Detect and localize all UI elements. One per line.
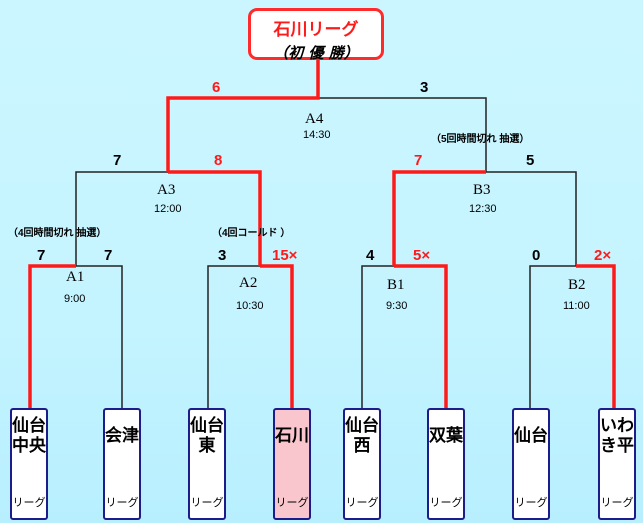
b1-match-time: 9:30 <box>386 300 408 312</box>
team-league-label: リーグ <box>514 496 548 509</box>
winner-path-a3 <box>168 170 262 266</box>
a4-match-time: 14:30 <box>303 129 331 141</box>
champion-title: 石川リーグ <box>273 20 359 40</box>
team-aizu: 会津 リーグ <box>103 408 141 520</box>
team-iwaki-taira: いわき平 リーグ <box>598 408 636 520</box>
a1-left-score: 7 <box>37 247 46 264</box>
team-name: 仙台東 <box>190 416 224 456</box>
a3-match-name: A3 <box>157 182 176 198</box>
a4-right-score: 3 <box>420 79 429 96</box>
team-name: 双葉 <box>429 426 463 446</box>
team-name: 仙台 <box>514 426 548 446</box>
champion-subtitle: （初 優 勝） <box>273 44 359 62</box>
champion-title-box: 石川リーグ （初 優 勝） <box>248 8 384 62</box>
a2-match-time: 10:30 <box>236 300 264 312</box>
a3-left-score: 7 <box>113 152 122 169</box>
a1-right-score: 7 <box>104 247 113 264</box>
b1-right-score: 5× <box>413 247 431 264</box>
a2-match-name: A2 <box>239 275 258 291</box>
team-sendai: 仙台 リーグ <box>512 408 550 520</box>
winner-path-b3 <box>392 170 486 266</box>
team-sendai-higashi: 仙台東 リーグ <box>188 408 226 520</box>
winner-path-b1 <box>394 264 448 410</box>
winner-path-a4 <box>166 60 320 172</box>
a2-note: （4回コールド ） <box>212 228 291 239</box>
a2-left-score: 3 <box>218 247 227 264</box>
team-league-label: リーグ <box>12 496 46 509</box>
b3-left-score: 7 <box>414 152 423 169</box>
winner-path-a1 <box>28 264 76 410</box>
team-sendai-chuo: 仙台中央 リーグ <box>10 408 48 520</box>
team-name: 仙台中央 <box>12 416 46 456</box>
a1-note: （4回時間切れ 抽選） <box>8 228 107 239</box>
b3-match-time: 12:30 <box>469 203 497 215</box>
team-league-label: リーグ <box>105 496 139 509</box>
a3-match-time: 12:00 <box>154 203 182 215</box>
team-league-label: リーグ <box>275 496 309 509</box>
winner-path-b2 <box>576 264 616 410</box>
b2-match-time: 11:00 <box>563 300 590 312</box>
a1-match-time: 9:00 <box>64 293 86 305</box>
b2-right-score: 2× <box>594 247 612 264</box>
team-name: 会津 <box>105 426 139 446</box>
team-name: 石川 <box>275 426 309 446</box>
b2-match-name: B2 <box>568 277 586 293</box>
a3-right-score: 8 <box>214 152 223 169</box>
winner-path-a2 <box>260 264 294 410</box>
team-sendai-nishi: 仙台西 リーグ <box>343 408 381 520</box>
a4-left-score: 6 <box>212 79 221 96</box>
a4-match-name: A4 <box>305 111 324 127</box>
team-name: いわき平 <box>600 416 634 456</box>
team-futaba: 双葉 リーグ <box>427 408 465 520</box>
b3-right-score: 5 <box>526 152 535 169</box>
a2-right-score: 15× <box>272 247 298 264</box>
b1-left-score: 4 <box>366 247 375 264</box>
b3-match-name: B3 <box>473 182 491 198</box>
team-league-label: リーグ <box>190 496 224 509</box>
team-league-label: リーグ <box>345 496 379 509</box>
a1-match-name: A1 <box>66 269 85 285</box>
b3-note: （5回時間切れ 抽選） <box>431 134 530 145</box>
b2-left-score: 0 <box>532 247 541 264</box>
team-ishikawa: 石川 リーグ <box>273 408 311 520</box>
team-name: 仙台西 <box>345 416 379 456</box>
b1-match-name: B1 <box>387 277 405 293</box>
team-league-label: リーグ <box>429 496 463 509</box>
a1-line <box>29 265 123 410</box>
team-league-label: リーグ <box>600 496 634 509</box>
